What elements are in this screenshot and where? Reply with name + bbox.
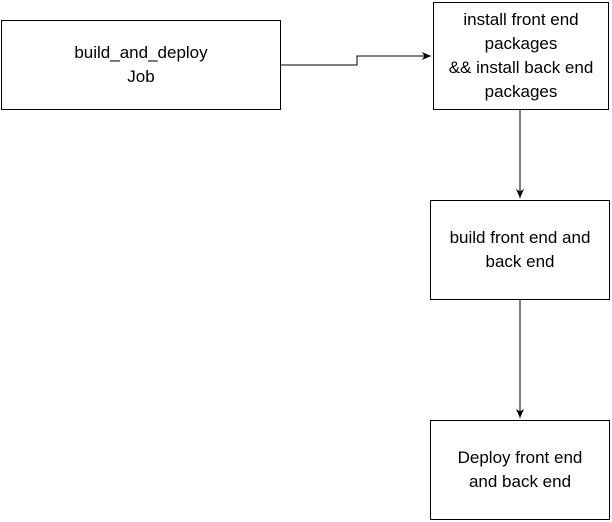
node-label: install front end packages && install ba… <box>448 10 594 101</box>
node-label: build_and_deploy Job <box>74 43 208 86</box>
edge-job-to-install <box>281 52 431 66</box>
node-label: build front end and back end <box>449 228 591 271</box>
node-build-and-deploy-job: build_and_deploy Job <box>1 20 281 110</box>
node-deploy-front-and-back: Deploy front end and back end <box>430 420 610 520</box>
node-label: Deploy front end and back end <box>457 448 583 491</box>
node-install-packages: install front end packages && install ba… <box>433 2 609 110</box>
node-build-front-and-back: build front end and back end <box>430 200 610 300</box>
